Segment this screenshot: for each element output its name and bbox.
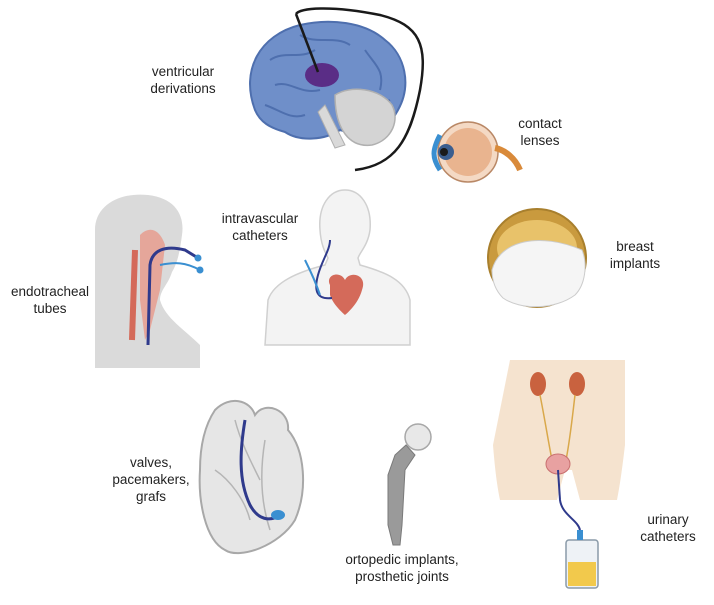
- thalamus-shape: [305, 63, 339, 87]
- torso-outline: [264, 189, 411, 346]
- pelvis-silhouette: [493, 360, 625, 500]
- urinary-catheter-line: [557, 469, 581, 531]
- heart-icon: [198, 400, 305, 555]
- brainstem-shape: [317, 104, 346, 149]
- heart-body: [198, 400, 305, 555]
- endotracheal-icon: [95, 194, 204, 368]
- label-valves-pacemakers-grafs: valves, pacemakers, grafs: [112, 455, 190, 504]
- brain-icon: [249, 7, 424, 172]
- breast-implant-icon: [487, 208, 587, 308]
- label-ortopedic-implants: ortopedic implants, prosthetic joints: [345, 552, 459, 584]
- label-urinary-catheters: urinary catheters: [640, 512, 696, 544]
- hip-prosthesis-icon: [387, 423, 432, 546]
- label-intravascular-catheters: intravascular catheters: [221, 211, 299, 243]
- cerebellum-shape: [334, 88, 396, 146]
- right-kidney: [569, 372, 585, 396]
- label-contact-lenses: contact lenses: [518, 116, 562, 148]
- left-kidney: [530, 372, 546, 396]
- label-breast-implants: breast implants: [609, 239, 661, 271]
- label-ventricular-derivations: ventricular derivations: [150, 64, 216, 96]
- eye-icon: [431, 121, 523, 183]
- endotracheal-tube: [146, 246, 199, 346]
- heart-shape: [328, 274, 364, 315]
- pelvis-icon: [493, 360, 625, 589]
- pacemaker-lead: [239, 419, 281, 521]
- shunt-tube: [294, 7, 424, 172]
- label-endotracheal-tubes: endotracheal tubes: [10, 284, 90, 316]
- torso-icon: [264, 189, 411, 346]
